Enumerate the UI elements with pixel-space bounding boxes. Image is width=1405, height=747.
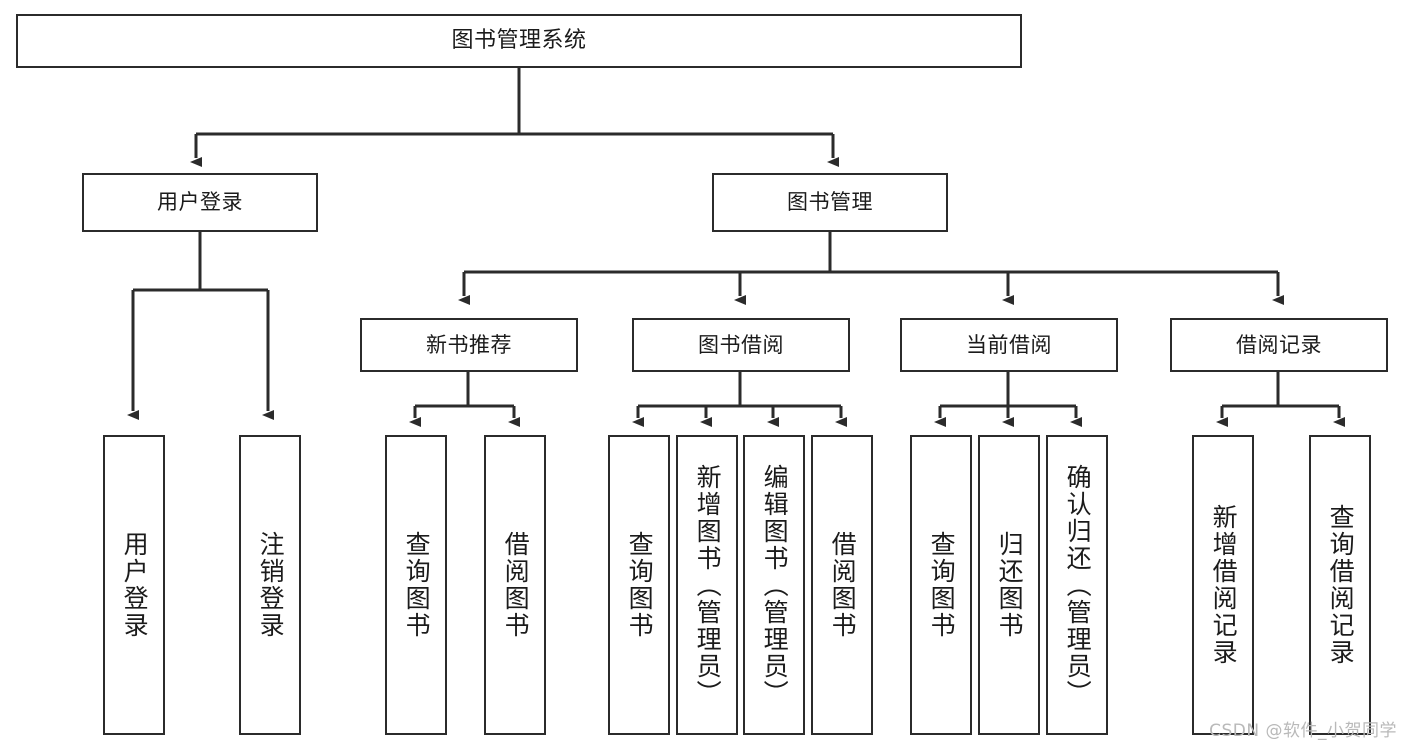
node-label: 查询图书 [927,531,957,639]
node-label: 注销登录 [256,531,286,639]
node-label: 查询图书 [625,531,655,639]
node-root-book-management-system[interactable]: 图书管理系统 [16,14,1022,68]
node-label: 图书管理系统 [451,28,587,54]
node-current-borrow[interactable]: 当前借阅 [900,318,1118,372]
leaf-borrow-book-2[interactable]: 借阅图书 [811,435,873,735]
node-label: 借阅图书 [501,531,531,639]
node-label: 借阅记录 [1236,332,1322,357]
leaf-query-borrow-record[interactable]: 查询借阅记录 [1309,435,1371,735]
node-book-manage[interactable]: 图书管理 [712,173,948,232]
node-label: 新书推荐 [426,332,512,357]
node-label: 用户登录 [120,531,150,639]
node-new-book-recommend[interactable]: 新书推荐 [360,318,578,372]
leaf-return-book[interactable]: 归还图书 [978,435,1040,735]
leaf-query-book-1[interactable]: 查询图书 [385,435,447,735]
leaf-add-borrow-record[interactable]: 新增借阅记录 [1192,435,1254,735]
node-label: 当前借阅 [966,332,1052,357]
watermark-text: CSDN @软件_小贺同学 [1209,721,1397,741]
node-label: 查询图书 [402,531,432,639]
leaf-add-book-admin[interactable]: 新增图书（管理员） [676,435,738,735]
leaf-user-login[interactable]: 用户登录 [103,435,165,735]
node-label: 归还图书 [995,531,1025,639]
node-label: 确认归还（管理员） [1063,463,1093,707]
node-label: 编辑图书（管理员） [760,463,790,707]
node-label: 新增借阅记录 [1209,504,1239,666]
node-label: 图书管理 [787,190,873,215]
leaf-borrow-book-1[interactable]: 借阅图书 [484,435,546,735]
leaf-query-book-3[interactable]: 查询图书 [910,435,972,735]
node-book-borrow[interactable]: 图书借阅 [632,318,850,372]
leaf-query-book-2[interactable]: 查询图书 [608,435,670,735]
node-user-login[interactable]: 用户登录 [82,173,318,232]
node-label: 用户登录 [157,190,243,215]
leaf-user-logout[interactable]: 注销登录 [239,435,301,735]
leaf-edit-book-admin[interactable]: 编辑图书（管理员） [743,435,805,735]
node-label: 查询借阅记录 [1326,504,1356,666]
node-borrow-record[interactable]: 借阅记录 [1170,318,1388,372]
node-label: 借阅图书 [828,531,858,639]
node-label: 新增图书（管理员） [693,463,723,707]
node-label: 图书借阅 [698,332,784,357]
leaf-confirm-return-admin[interactable]: 确认归还（管理员） [1046,435,1108,735]
